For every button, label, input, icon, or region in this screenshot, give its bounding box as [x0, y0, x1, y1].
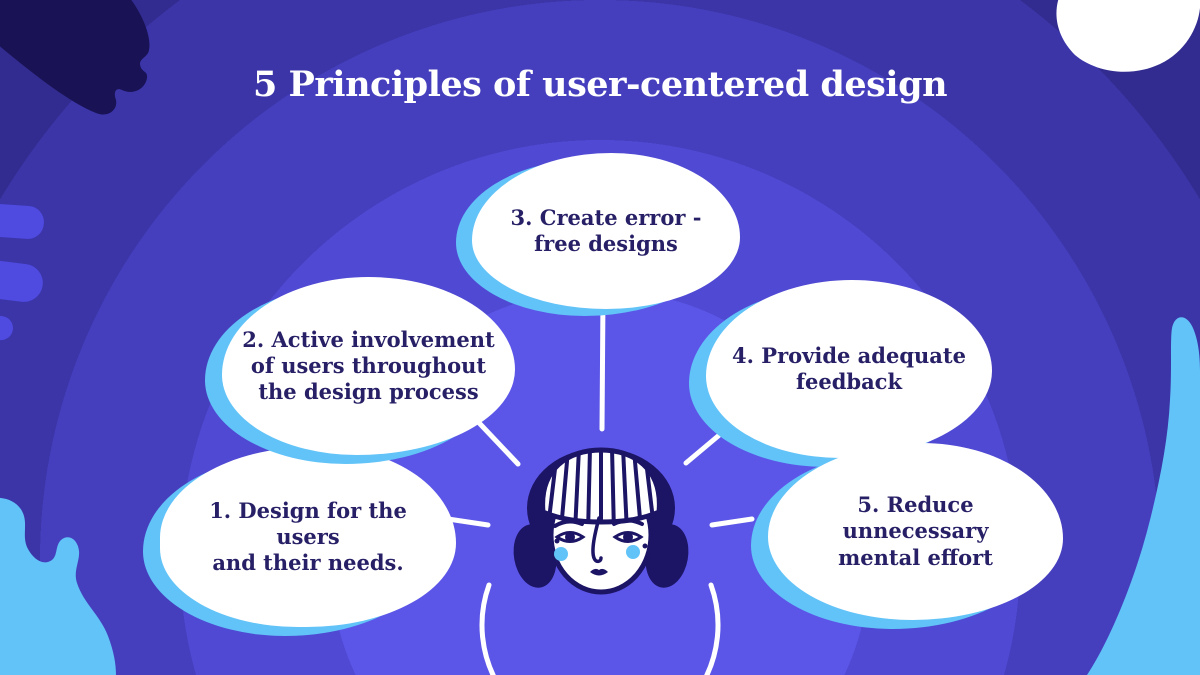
- line-to-principle-5: [709, 516, 755, 528]
- bubble-body: 5. Reduce unnecessary mental effort: [768, 443, 1063, 620]
- principle-bubble-2: 2. Active involvement of users throughou…: [205, 277, 515, 464]
- splat-bottom-left: [0, 497, 116, 675]
- principle-bubble-4: 4. Provide adequate feedback: [689, 280, 992, 467]
- swoosh-bottom-right: [1087, 317, 1200, 675]
- blob-top-left: [0, 0, 150, 115]
- bubble-body: 4. Provide adequate feedback: [706, 280, 992, 458]
- halo-arc: [479, 582, 721, 675]
- bubble-body: 1. Design for the users and their needs.: [160, 447, 456, 627]
- finger-shapes-left: [0, 203, 44, 341]
- principle-5-text: 5. Reduce unnecessary mental effort: [838, 492, 993, 570]
- principle-bubble-5: 5. Reduce unnecessary mental effort: [751, 443, 1063, 629]
- principle-1-text: 1. Design for the users and their needs.: [209, 497, 407, 576]
- principle-2-text: 2. Active involvement of users throughou…: [242, 326, 495, 405]
- bubble-body: 3. Create error - free designs: [472, 153, 740, 309]
- page-title: 5 Principles of user-centered design: [252, 64, 948, 105]
- line-to-principle-1: [445, 516, 491, 528]
- line-to-principle-3: [599, 294, 606, 432]
- woman-face-icon: [513, 447, 689, 595]
- bubble-body: 2. Active involvement of users throughou…: [222, 277, 515, 455]
- principle-bubble-1: 1. Design for the users and their needs.: [143, 447, 456, 636]
- principle-3-text: 3. Create error - free designs: [510, 204, 702, 256]
- principle-4-text: 4. Provide adequate feedback: [732, 342, 966, 394]
- principle-bubble-3: 3. Create error - free designs: [456, 153, 740, 316]
- blob-top-right: [1056, 0, 1200, 72]
